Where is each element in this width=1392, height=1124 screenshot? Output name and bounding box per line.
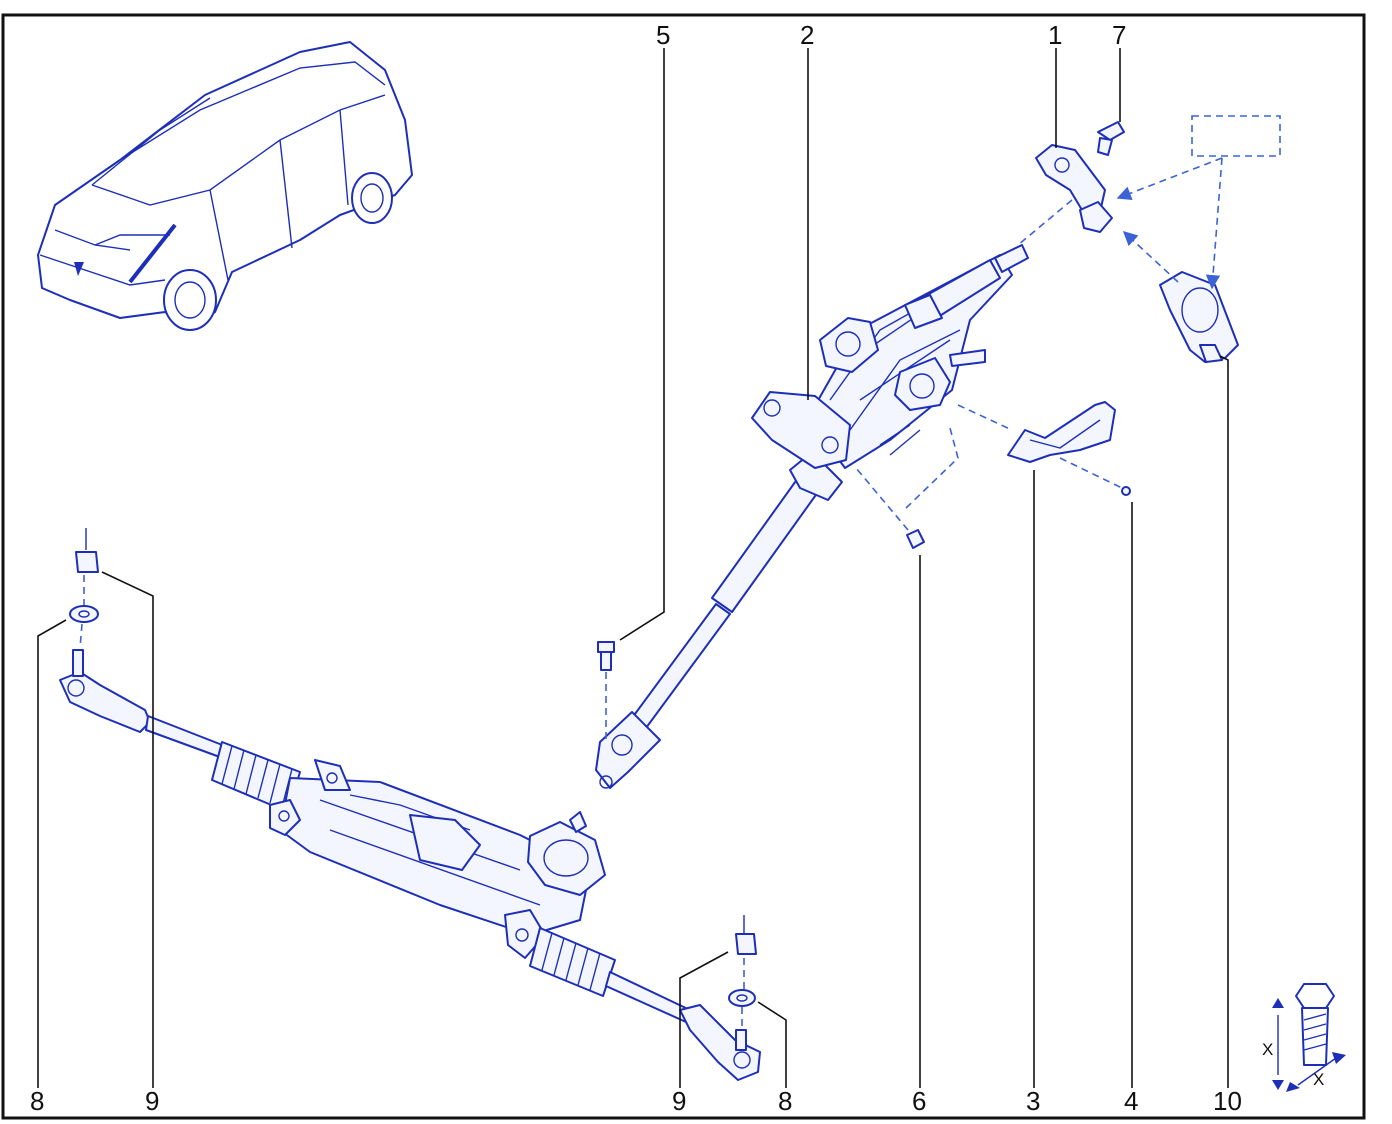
callout-5: 5 — [656, 20, 670, 50]
lever-screw — [1121, 486, 1131, 496]
callout-8-left: 8 — [30, 1086, 44, 1116]
callout-6: 6 — [912, 1086, 926, 1116]
right-nut — [735, 915, 757, 955]
joint-bolt — [597, 641, 615, 740]
bolt-dimension-icon — [1272, 983, 1346, 1092]
vehicle-locator-icon — [37, 41, 413, 331]
bolt-dim-label-a: X — [1262, 1040, 1273, 1059]
callout-3: 3 — [1026, 1086, 1040, 1116]
switch-bracket — [1017, 144, 1113, 246]
callout-9-right: 9 — [672, 1086, 686, 1116]
tilt-lever — [957, 401, 1123, 489]
bolt-dim-label-b: X — [1313, 1070, 1324, 1089]
callout-1: 1 — [1048, 20, 1062, 50]
diagram-border — [1, 13, 1366, 1120]
column-bolt — [855, 427, 959, 549]
bracket-screw — [1097, 121, 1125, 156]
callout-9-left: 9 — [145, 1086, 159, 1116]
reference-box — [1116, 115, 1281, 290]
leader-lines — [37, 48, 1229, 1088]
callout-2: 2 — [800, 20, 814, 50]
steering-rack — [59, 649, 761, 1081]
callout-4: 4 — [1124, 1086, 1138, 1116]
steering-column — [595, 244, 1029, 789]
callout-8-right: 8 — [778, 1086, 792, 1116]
callout-7: 7 — [1112, 20, 1126, 50]
left-washer — [69, 575, 99, 649]
left-nut — [75, 528, 99, 573]
callout-10: 10 — [1213, 1086, 1242, 1116]
angle-sensor — [1159, 271, 1239, 363]
right-washer — [728, 958, 756, 1028]
